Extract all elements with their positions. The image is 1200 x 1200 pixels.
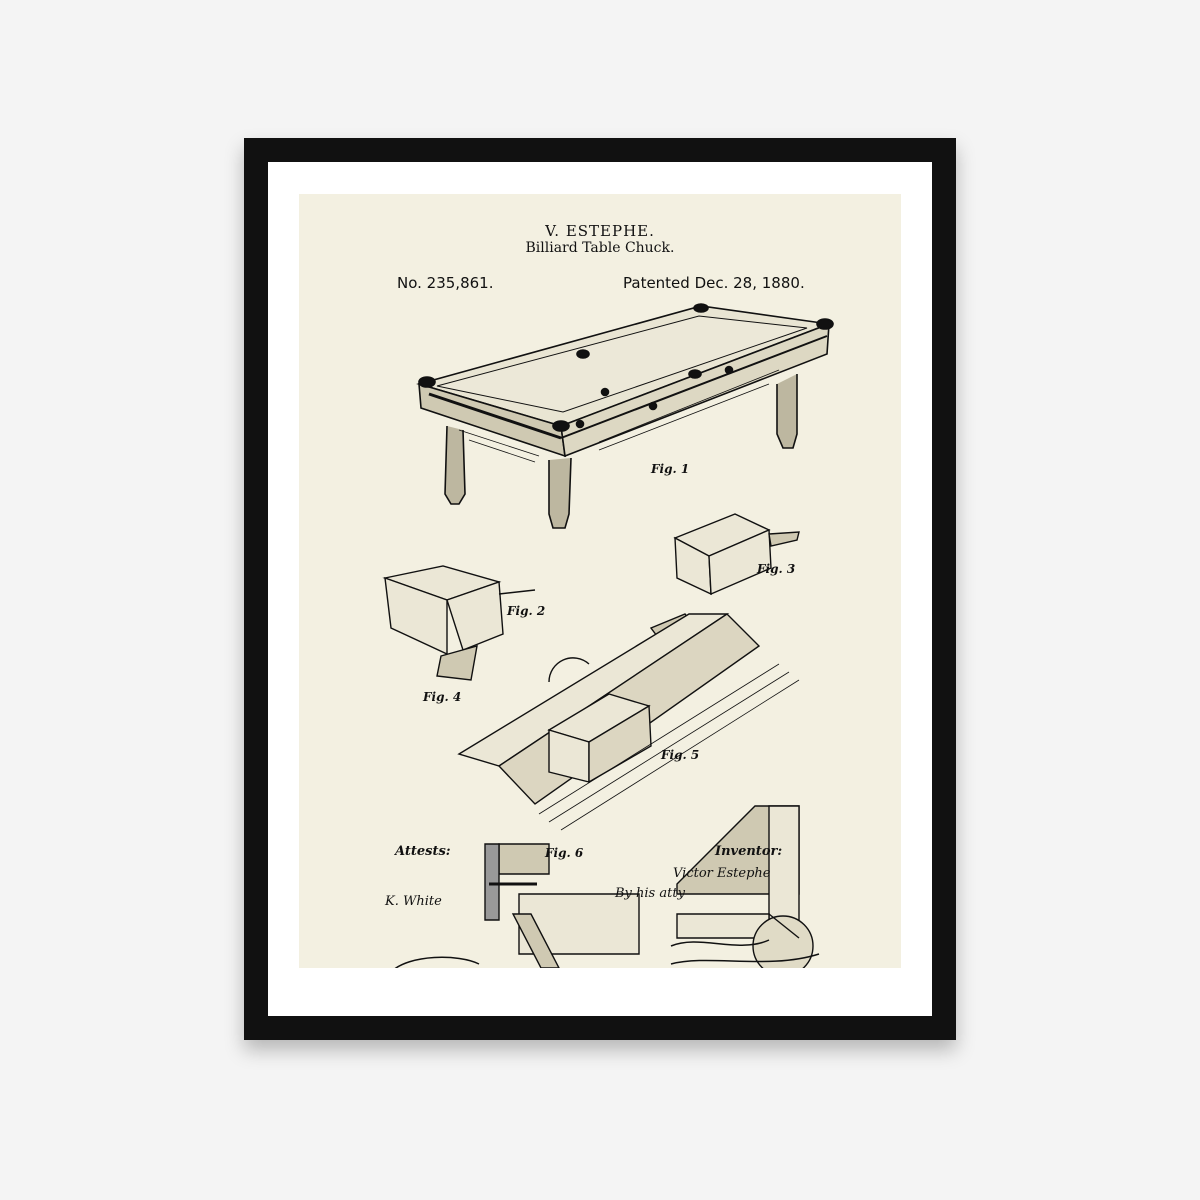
patent-print: V. ESTEPHE. Billiard Table Chuck. No. 23… <box>299 194 901 968</box>
fig5-corner-drawing <box>676 805 814 968</box>
witness-signature: K. White <box>385 894 442 909</box>
inventor-name-heading: V. ESTEPHE. <box>545 222 655 240</box>
fig4-label: Fig. 4 <box>423 690 462 704</box>
picture-frame: V. ESTEPHE. Billiard Table Chuck. No. 23… <box>244 138 956 1040</box>
fig6-label: Fig. 6 <box>545 846 584 860</box>
white-mat: V. ESTEPHE. Billiard Table Chuck. No. 23… <box>268 162 932 1016</box>
fig6-section-drawing <box>484 843 640 968</box>
inventor-label: Inventor: <box>715 844 783 859</box>
fig2-block-drawing <box>382 565 536 681</box>
fig3-label: Fig. 3 <box>757 562 796 576</box>
fig4-rail-drawing <box>457 613 800 831</box>
by-attorney-text: By his atty <box>615 886 685 901</box>
signature-flourishes <box>394 939 820 968</box>
fig2-label: Fig. 2 <box>507 604 546 618</box>
patent-title: Billiard Table Chuck. <box>525 240 675 256</box>
patent-number: No. 235,861. <box>397 274 494 292</box>
patent-drawings <box>382 303 834 968</box>
billiard-table-drawing <box>416 303 834 529</box>
attests-label: Attests: <box>395 844 451 859</box>
fig5-label: Fig. 5 <box>661 748 700 762</box>
patent-date: Patented Dec. 28, 1880. <box>623 274 805 292</box>
inventor-signature: Victor Estephe <box>673 866 771 881</box>
fig1-label: Fig. 1 <box>651 462 690 476</box>
